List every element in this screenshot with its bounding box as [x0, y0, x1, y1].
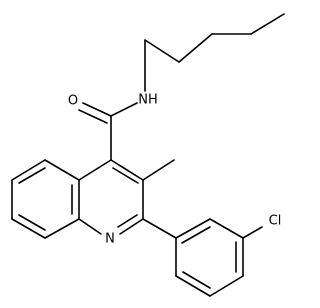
bond-aryl-cl: [242, 226, 263, 239]
benzo-ring: [11, 159, 80, 239]
oxygen-label: O: [68, 94, 78, 109]
chlorine-label: Cl: [269, 214, 282, 229]
bond-aryl-5-inner: [182, 271, 211, 289]
pyridine-ring: [78, 159, 144, 235]
bond-aryl-1: [175, 218, 211, 239]
bond-carbonyl-o-1: [82, 102, 112, 117]
chlorophenyl-ring: [142, 218, 263, 297]
amide-nh-label: NH: [138, 93, 158, 108]
bond-c7-c8: [11, 218, 46, 239]
propyl-chain: [144, 13, 285, 92]
bond-c7-c8-inner: [18, 214, 46, 231]
molecule-structure: O NH N Cl: [11, 13, 285, 297]
bond-carbonyl-o-2: [78, 109, 108, 124]
amide-group: [78, 102, 138, 161]
bond-c5-c6-inner: [18, 167, 46, 184]
bond-c2-n1: [119, 218, 144, 235]
bond-c2-aryl: [142, 218, 177, 239]
bond-aryl-4: [209, 275, 244, 297]
bond-propyl-3: [178, 33, 213, 63]
bond-nh-carbonyl: [110, 102, 138, 117]
bond-n1-c8a: [78, 218, 102, 235]
bond-propyl-1: [250, 13, 285, 35]
bond-c4a-c5: [44, 159, 80, 181]
bond-aryl-5: [175, 275, 211, 297]
ring-nitrogen-label: N: [105, 232, 115, 247]
bond-c8-c8a: [44, 218, 80, 239]
bond-propyl-4: [144, 39, 180, 63]
bond-c5-c6: [11, 159, 46, 181]
bond-c4-c3-inner: [112, 167, 139, 184]
bond-c4a-c4: [78, 159, 112, 181]
bond-aryl-2: [209, 218, 244, 239]
bond-aryl-1-inner: [181, 226, 211, 244]
bond-methyl: [142, 159, 175, 181]
bond-c2-n1-inner: [117, 214, 138, 228]
bond-c4-c3: [110, 159, 144, 181]
